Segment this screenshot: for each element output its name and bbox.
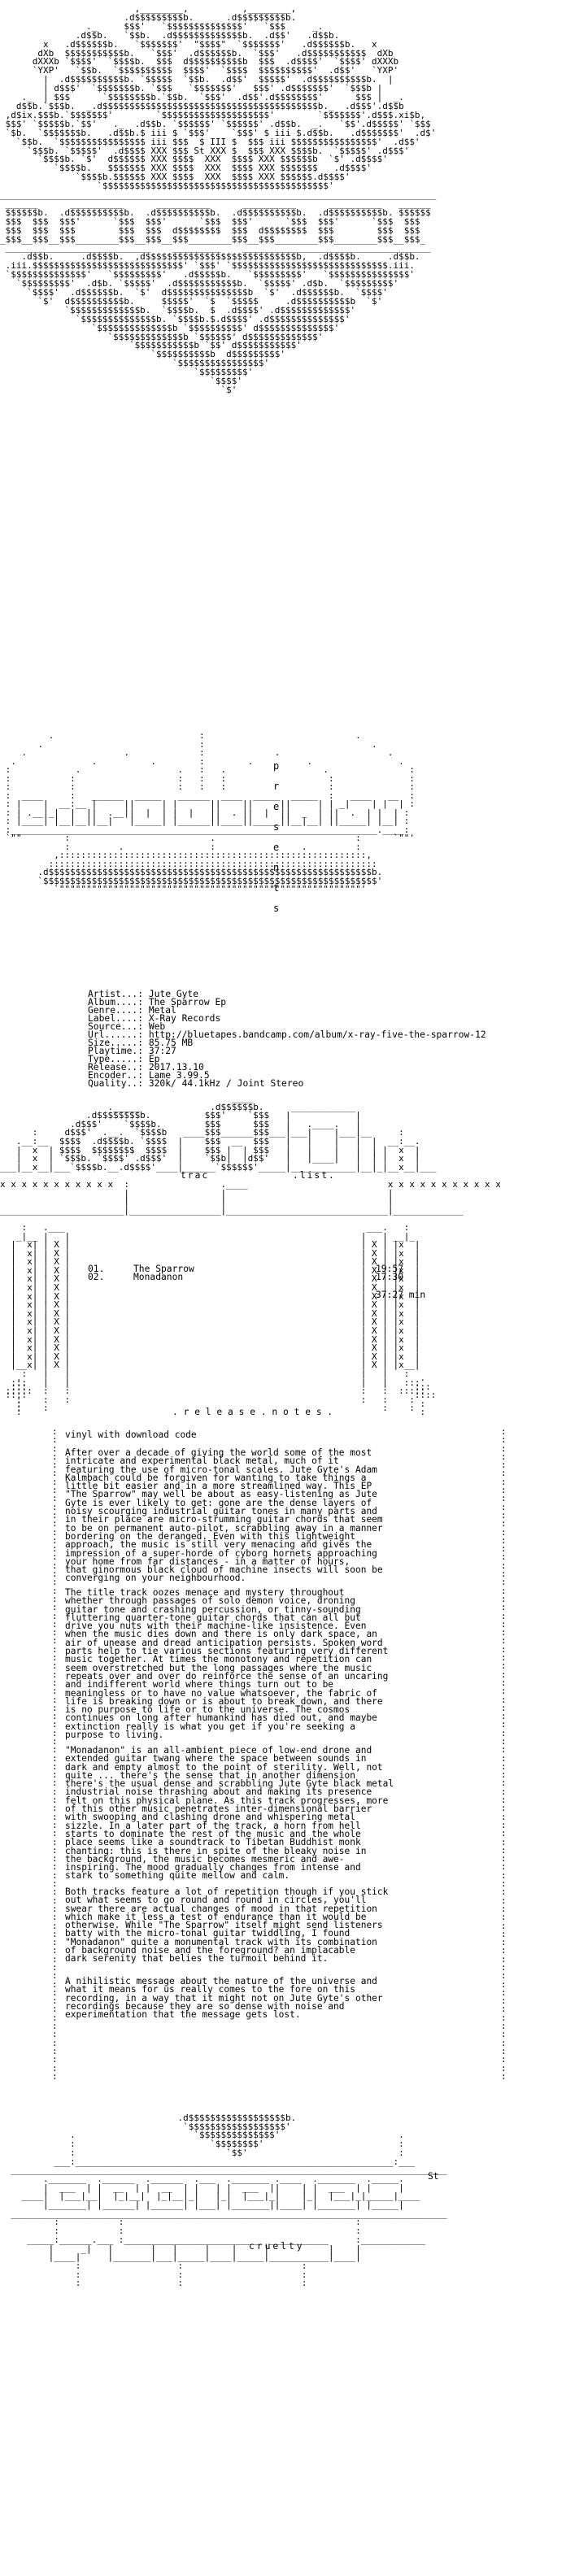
release-notes-paragraph: A nihilistic message about the nature of… [65, 1976, 383, 2021]
presents-letter: s [273, 903, 280, 914]
info-label: Size.....: [88, 1038, 144, 1048]
info-album: The Sparrow Ep [148, 997, 227, 1007]
release-notes-left-rail: : : : : : : : : : : : : : : : : : : : : … [52, 1428, 58, 2082]
info-label: Genre....: [88, 1005, 144, 1016]
info-label: Label....: [88, 1013, 144, 1024]
info-row-album: Album....: The Sparrow Ep [88, 997, 227, 1007]
info-label: Encoder..: [88, 1070, 144, 1081]
track-time: 17:30 [376, 1272, 404, 1282]
info-label: Url......: [88, 1029, 144, 1040]
info-genre: Metal [148, 1005, 176, 1016]
info-source: Web [148, 1021, 166, 1032]
info-row-encoder: Encoder..: Lame 3.99.5 [88, 1070, 210, 1081]
tracklist-total-time: 37:27 min [376, 1290, 426, 1300]
release-notes-paragraph: The title track oozes menace and mystery… [65, 1587, 389, 1741]
footer-ascii-art: .d$$$$$$$$$$$$$$$$$$b. `$$$$$$$$$$$$$$$$… [11, 2114, 447, 2289]
info-row-type: Type.....: Ep [88, 1055, 159, 1064]
info-label: Release..: [88, 1062, 144, 1073]
presents-letter: p [273, 760, 280, 772]
tracklist-heading-right: .list. [293, 1170, 336, 1181]
info-label: Playtime.: [88, 1046, 144, 1056]
header-ascii-art: ,________, ,________, .d$$$$$$$$$b. .d$$… [0, 5, 437, 395]
presents-letter: t [273, 882, 280, 894]
info-row-genre: Genre....: Metal [88, 1005, 176, 1016]
info-encoder: Lame 3.99.5 [148, 1070, 210, 1081]
info-size: 85.75 MB [148, 1038, 194, 1048]
presents-letter: s [273, 821, 280, 833]
release-notes-right-rail: : : : : : : : : : : : : : : : : : : : : … [501, 1428, 507, 2082]
info-row-quality: Quality..: 320k/ 44.1kHz / Joint Stereo [88, 1078, 304, 1089]
info-label: Quality..: [88, 1078, 144, 1089]
info-row-source: Source...: Web [88, 1021, 166, 1032]
track-number: 01. [88, 1264, 105, 1274]
info-label: Source...: [88, 1021, 144, 1032]
footer-st-mark: St [428, 2171, 439, 2182]
info-row-label: Label....: X-Ray Records [88, 1013, 221, 1024]
info-url: http://bluetapes.bandcamp.com/album/x-ra… [148, 1029, 486, 1040]
track-title: The Sparrow [133, 1264, 194, 1274]
track-time: 19:57 [376, 1264, 404, 1274]
info-quality: 320k/ 44.1kHz / Joint Stereo [148, 1078, 304, 1089]
footer-cruelty-label: cruelty [249, 2241, 305, 2252]
info-release: 2017.13.10 [148, 1062, 204, 1073]
presents-letter: e [273, 842, 280, 853]
release-notes-vinyl: vinyl with download code [65, 1429, 197, 1440]
presents-ascii-art: . : . . : . . . : . [5, 732, 415, 894]
release-notes-paragraph: "Monadanon" is an all-ambient piece of l… [65, 1745, 394, 1882]
info-type: Ep [148, 1054, 160, 1064]
info-row-url: Url......: http://bluetapes.bandcamp.com… [88, 1029, 486, 1040]
tracklist-heading-left: trac [181, 1170, 210, 1181]
info-row-playtime: Playtime.: 37:27 [88, 1046, 176, 1056]
info-playtime: 37:27 [148, 1046, 176, 1056]
tracklist-ascii-frame: ____ ._____ .d$$$$$$b. ____________ .d$$… [0, 1094, 501, 1413]
info-row-size: Size.....: 85.75 MB [88, 1038, 194, 1048]
info-row-artist: Artist...: Jute Gyte [88, 990, 198, 999]
info-label: Artist...: [88, 989, 144, 999]
info-row-release: Release..: 2017.13.10 [88, 1062, 204, 1073]
presents-letter: r [273, 781, 280, 792]
release-notes-top-art: . . ::: ::: :::: [5, 1374, 437, 1417]
presents-letter: e [273, 801, 280, 812]
info-label: Album....: [88, 997, 144, 1007]
release-notes-heading: . r e l e a s e . n o t e s . [172, 1407, 333, 1417]
release-notes-paragraph: Both tracks feature a lot of repetition … [65, 1886, 389, 1965]
info-label: Type.....: [88, 1054, 144, 1064]
release-notes-paragraph: After over a decade of giving the world … [65, 1447, 383, 1584]
info-record-label: X-Ray Records [148, 1013, 221, 1024]
track-title: Monadanon [133, 1272, 184, 1282]
presents-letter: n [273, 862, 280, 873]
info-artist: Jute Gyte [148, 989, 199, 999]
track-number: 02. [88, 1272, 105, 1282]
